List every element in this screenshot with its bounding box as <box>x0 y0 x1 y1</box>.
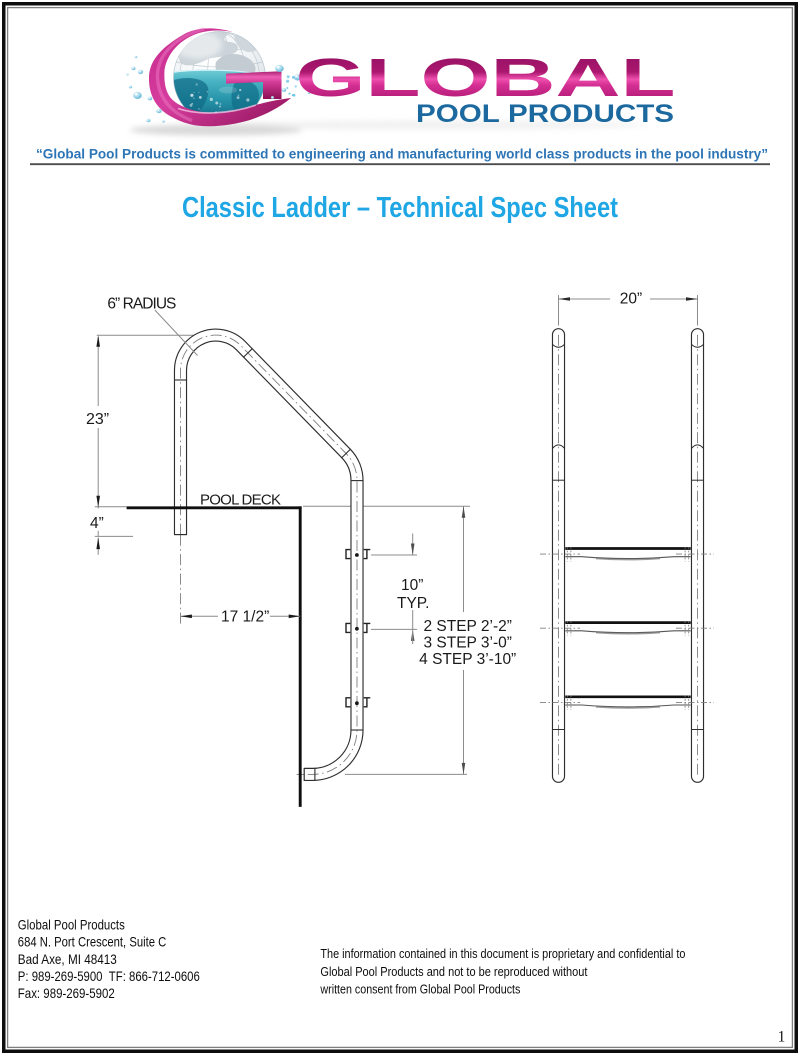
svg-text:4”: 4” <box>90 515 104 532</box>
svg-text:684 N. Port Crescent, Suite C: 684 N. Port Crescent, Suite C <box>18 934 167 950</box>
svg-text:POOL PRODUCTS: POOL PRODUCTS <box>416 100 674 128</box>
svg-text:Fax: 989-269-5902: Fax: 989-269-5902 <box>18 985 115 1001</box>
svg-text:3 STEP 3’-0”: 3 STEP 3’-0” <box>423 635 511 652</box>
svg-text:Bad Axe, MI 48413: Bad Axe, MI 48413 <box>18 951 117 967</box>
svg-text:written consent from Global Po: written consent from Global Pool Product… <box>320 983 521 997</box>
svg-text:TYP.: TYP. <box>397 595 429 612</box>
svg-text:17 1/2”: 17 1/2” <box>221 609 269 626</box>
svg-text:Global Pool Products and not t: Global Pool Products and not to be repro… <box>320 965 587 979</box>
svg-text:GLOBAL: GLOBAL <box>296 48 676 108</box>
svg-text:Classic Ladder – Technical Spe: Classic Ladder – Technical Spec Sheet <box>182 192 618 224</box>
svg-text:“Global Pool Products is commi: “Global Pool Products is committed to en… <box>36 146 768 162</box>
svg-text:4 STEP 3’-10”: 4 STEP 3’-10” <box>419 651 516 668</box>
svg-text:20”: 20” <box>620 291 642 308</box>
svg-text:10”: 10” <box>401 577 423 594</box>
svg-text:6” RADIUS: 6” RADIUS <box>107 296 176 313</box>
svg-text:POOL DECK: POOL DECK <box>200 492 281 509</box>
svg-text:The information contained in t: The information contained in this docume… <box>320 947 685 961</box>
svg-text:2 STEP 2’-2”: 2 STEP 2’-2” <box>423 618 511 635</box>
svg-text:P: 989-269-5900 TF: 866-712-0: P: 989-269-5900 TF: 866-712-0606 <box>18 968 200 984</box>
svg-text:23”: 23” <box>86 411 109 428</box>
svg-text:1: 1 <box>778 1029 786 1046</box>
svg-text:Global Pool Products: Global Pool Products <box>18 916 125 932</box>
